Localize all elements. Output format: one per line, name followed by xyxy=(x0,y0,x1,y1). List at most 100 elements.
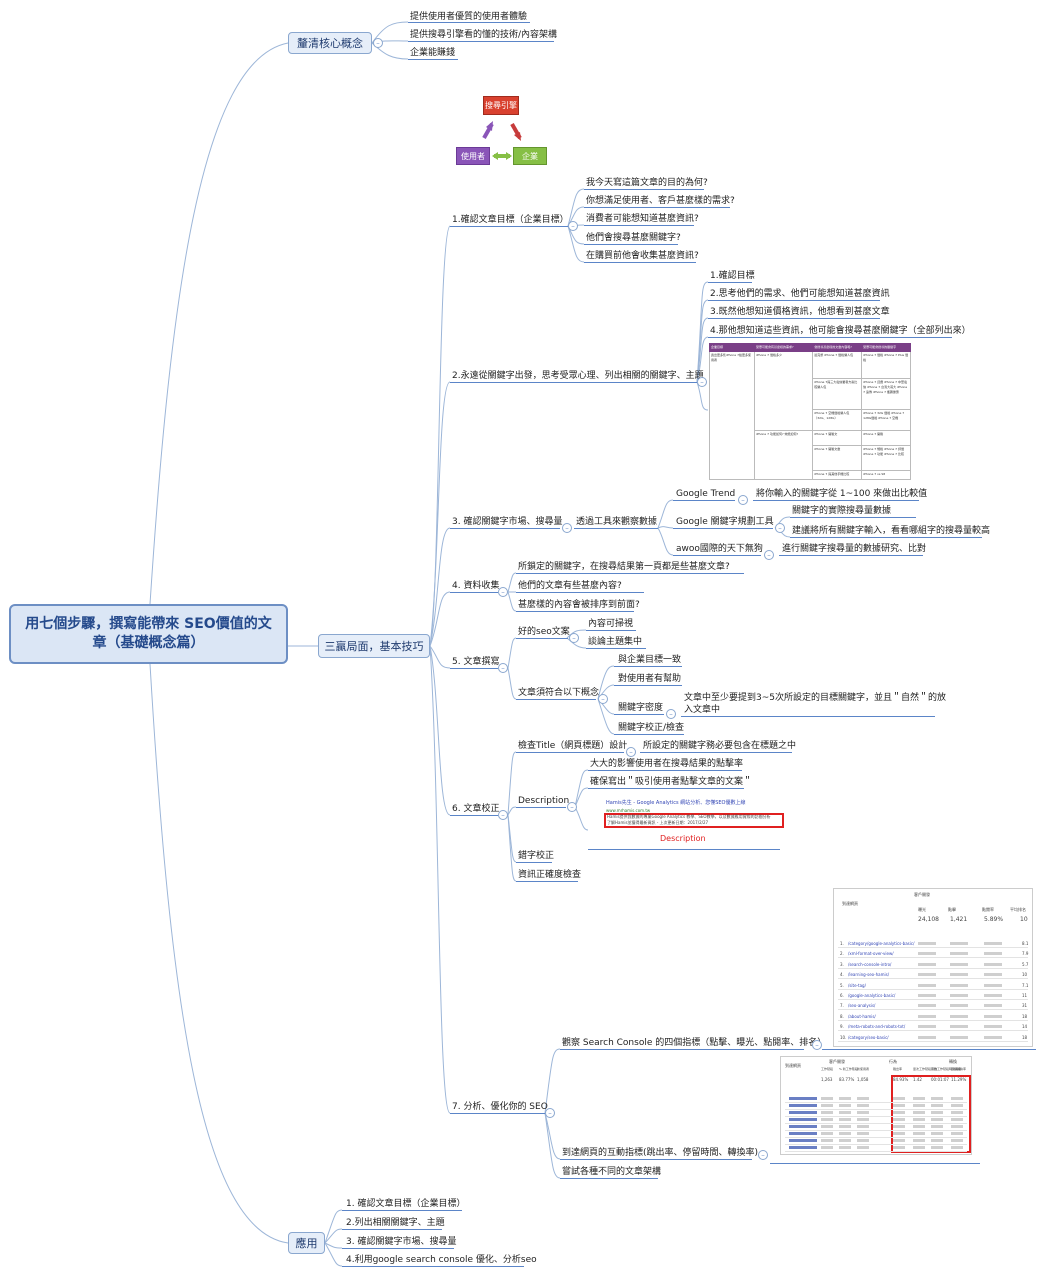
underline xyxy=(584,244,678,245)
sc-blurred-cell xyxy=(984,983,1002,987)
sc-row-url[interactable]: /category/google-analytics-basic/ xyxy=(848,941,915,946)
sc-total: 24,108 xyxy=(918,916,939,923)
sc-blurred-cell xyxy=(950,1014,968,1018)
step2-item: 1.確認目標 xyxy=(710,271,755,281)
sc-blurred-cell xyxy=(984,994,1002,997)
sc-row-url[interactable]: /xml-format-over-view/ xyxy=(848,951,894,957)
ga-row-link[interactable] xyxy=(789,1097,817,1100)
ga-cell xyxy=(821,1146,833,1149)
sc-row-url[interactable]: /category/seo-basic/ xyxy=(848,1034,889,1040)
sc-blurred-cell xyxy=(950,1025,968,1029)
underline xyxy=(574,528,658,529)
collapse-toggle-icon[interactable]: – xyxy=(812,1040,822,1050)
ga-col-header: 平均工作階段時間長度 xyxy=(931,1067,962,1071)
step2-item: 2.思考他們的需求、他們可能想知道甚麼資訊 xyxy=(710,289,890,299)
sc-row-url[interactable]: /meta-robots-and-robots-txt/ xyxy=(848,1024,906,1030)
sc-row-url[interactable]: /learning-seo-hamis/ xyxy=(848,972,890,978)
sc-table-row xyxy=(838,999,1028,1000)
ga-cell xyxy=(951,1125,963,1128)
core-item-1: 提供使用者優質的使用者體驗 xyxy=(410,12,528,22)
sc-row-url[interactable]: /about-hamis/ xyxy=(848,1013,876,1019)
sc-row-url[interactable]: /google-analytics-basic/ xyxy=(848,993,896,998)
desc-item: 大大的影響使用者在搜尋結果的點擊率 xyxy=(590,759,744,769)
ga-cell xyxy=(839,1146,851,1149)
step3-label[interactable]: 3. 確認關鍵字市場、搜尋量 xyxy=(452,517,563,527)
sc-row-url[interactable]: /site-tag/ xyxy=(848,982,866,988)
sc-blurred-cell xyxy=(950,994,968,997)
step1-label[interactable]: 1.確認文章目標（企業目標） xyxy=(452,215,569,225)
step4-item: 他們的文章有些甚麼內容? xyxy=(518,581,622,591)
collapse-toggle-icon[interactable]: – xyxy=(373,38,383,48)
collapse-toggle-icon[interactable]: – xyxy=(567,802,577,812)
ga-row-link[interactable] xyxy=(789,1125,817,1128)
search-console-screenshot: 客戶開發 到達網頁 曝光 點擊 點閱率 平均排名 24,108 1,421 5.… xyxy=(833,888,1033,1047)
ga-row-link[interactable] xyxy=(789,1132,817,1135)
underline xyxy=(584,189,704,190)
collapse-toggle-icon[interactable]: – xyxy=(498,810,508,820)
ga-row-link[interactable] xyxy=(789,1118,817,1121)
sc-row-position: 7.9 xyxy=(1022,951,1029,957)
collapse-toggle-icon[interactable]: – xyxy=(598,694,608,704)
ga-cell xyxy=(857,1097,869,1100)
branch-core-concepts[interactable]: 釐清核心概念 xyxy=(288,32,372,54)
sc-blurred-cell xyxy=(984,962,1002,966)
tool-desc: 將你輸入的關鍵字從 1~100 來做出比較值 xyxy=(756,489,928,499)
ga-row-link[interactable] xyxy=(789,1146,817,1149)
density-note: 文章中至少要提到3~5次所設定的目標關鍵字，並且＂自然＂的放 xyxy=(684,693,946,703)
ga-row-link[interactable] xyxy=(789,1111,817,1114)
branch-win-win-basics[interactable]: 三贏局面，基本技巧 xyxy=(318,634,430,658)
ga-cell xyxy=(893,1111,905,1114)
collapse-toggle-icon[interactable]: – xyxy=(775,523,785,533)
ga-row-link[interactable] xyxy=(789,1104,817,1107)
ga-group: 行為 xyxy=(889,1059,897,1064)
underline xyxy=(342,1210,462,1211)
sc-blurred-cell xyxy=(984,942,1002,945)
collapse-toggle-icon[interactable]: – xyxy=(666,709,676,719)
step7-label[interactable]: 7. 分析、優化你的 SEO xyxy=(452,1102,548,1112)
sc-row-url[interactable]: /search-console-intro/ xyxy=(848,961,892,967)
ga-row-link[interactable] xyxy=(789,1139,817,1142)
ga-cell xyxy=(821,1139,833,1142)
step5-label[interactable]: 5. 文章撰寫 xyxy=(452,657,500,667)
ga-total: 11.29% xyxy=(951,1077,967,1082)
collapse-toggle-icon[interactable]: – xyxy=(764,550,774,560)
root-topic[interactable]: 用七個步驟，撰寫能帶來 SEO價值的文章（基礎概念篇） xyxy=(9,604,288,664)
branch-application[interactable]: 應用 xyxy=(288,1232,325,1254)
table-header: 受眾可能會搜尋的關鍵字 xyxy=(861,343,911,352)
ga-cell xyxy=(931,1139,943,1142)
step2-label[interactable]: 2.永遠從關鍵字出發，思考受眾心理、列出相關的關鍵字、主題 xyxy=(452,371,704,381)
step4-label[interactable]: 4. 資料收集 xyxy=(452,581,500,591)
collapse-toggle-icon[interactable]: – xyxy=(697,377,707,387)
ga-cell xyxy=(931,1125,943,1128)
collapse-toggle-icon[interactable]: – xyxy=(568,221,578,231)
sc-table-row xyxy=(838,978,1028,980)
underline xyxy=(588,788,744,789)
step1-item: 我今天寫這篇文章的目的為何? xyxy=(586,178,708,188)
collapse-toggle-icon[interactable]: – xyxy=(498,663,508,673)
collapse-toggle-icon[interactable]: – xyxy=(758,1150,768,1160)
ga-cell xyxy=(821,1097,833,1100)
ga-cell xyxy=(931,1104,943,1107)
step2-item: 3.既然他想知道價格資訊，他想看到甚麼文章 xyxy=(710,307,890,317)
ga-cell xyxy=(913,1118,925,1121)
ga-table-row xyxy=(785,1130,967,1131)
ga-table-row xyxy=(785,1116,967,1117)
good-seo-copy: 好的seo文案 xyxy=(518,627,570,637)
collapse-toggle-icon[interactable]: – xyxy=(498,587,508,597)
sc-blurred-cell xyxy=(918,1035,936,1039)
sc-row-url[interactable]: /seo-analysis/ xyxy=(848,1003,876,1009)
collapse-toggle-icon[interactable]: – xyxy=(562,523,572,533)
collapse-toggle-icon[interactable]: – xyxy=(545,1108,555,1118)
ga-total: 1.42 xyxy=(913,1077,922,1082)
accuracy-check: 資訊正確度檢查 xyxy=(518,870,582,880)
application-item: 2.列出相關關鍵字、主題 xyxy=(346,1218,445,1228)
ga-col-header: 單次工作階段頁數 xyxy=(913,1067,938,1071)
collapse-toggle-icon[interactable]: – xyxy=(626,747,636,757)
concept-item: 關鍵字密度 xyxy=(618,703,664,713)
core-item-2: 提供搜尋引擎看的懂的技術/內容架構 xyxy=(410,30,558,40)
collapse-toggle-icon[interactable]: – xyxy=(569,633,579,643)
collapse-toggle-icon[interactable]: – xyxy=(738,495,748,505)
step6-label[interactable]: 6. 文章校正 xyxy=(452,804,500,814)
tool-name: Google Trend xyxy=(676,489,736,499)
step4-item: 所鎖定的關鍵字，在搜尋結果第一頁都是些甚麼文章? xyxy=(518,562,730,572)
